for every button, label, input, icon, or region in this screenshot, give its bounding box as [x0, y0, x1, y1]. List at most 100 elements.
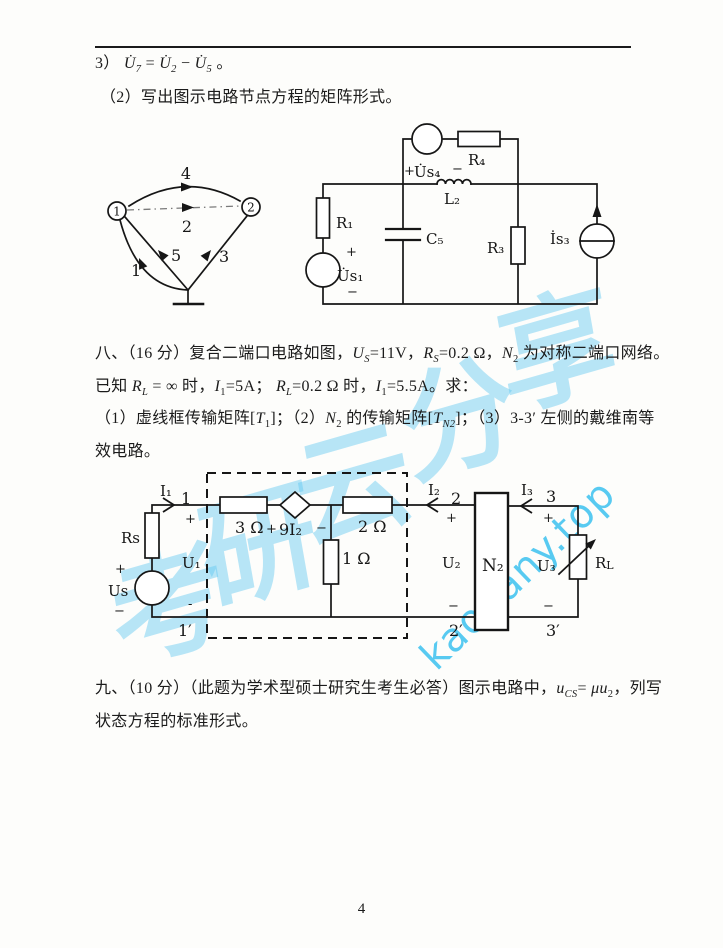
- voltage-source-us4: [411, 123, 443, 155]
- current-arrows: [162, 497, 533, 514]
- node-1-circle: [107, 201, 127, 221]
- edge-3-label: 3: [219, 247, 229, 266]
- page-number: 4: [357, 901, 366, 917]
- us4-plus-sign: +: [404, 164, 415, 179]
- problem9-line1: 九、（10 分）（此题为学术型硕士研究生考生必答）图示电路中，uCS= μu2，…: [95, 680, 663, 701]
- inductor-l2-coil: [436, 178, 472, 185]
- circuit2-labels: I₁ 1 + Rs + Us − U₁ - 1′ 3 Ω + 9I₂ − 2 Ω…: [108, 481, 614, 640]
- edge3-arrowhead: [200, 250, 211, 262]
- i1-label: I₁: [160, 482, 172, 500]
- dashed-box-t1: [206, 472, 408, 639]
- resistor-r4: [457, 130, 501, 148]
- terminal-1-label: 1: [181, 489, 191, 508]
- edge-2-label: 2: [182, 217, 192, 236]
- resistor-2ohm-label: 2 Ω: [358, 517, 387, 536]
- resistor-r3: [510, 226, 526, 265]
- graph-edge-3: [186, 214, 249, 292]
- answer-line-u7: 3） U̇7 = U̇2 − U̇5 。: [95, 55, 233, 76]
- port1-minus-sign: -: [188, 597, 192, 612]
- node-2-circle: [241, 197, 261, 217]
- variable-resistor-rl: [557, 534, 596, 580]
- ctrl-source-label: 9I₂: [279, 520, 302, 539]
- resistor-rs: [144, 512, 160, 559]
- edge4-arrowhead: [181, 182, 193, 192]
- resistor-r1: [315, 197, 331, 239]
- u2-label: U₂: [442, 554, 461, 572]
- port3-plus-sign: +: [543, 511, 554, 526]
- problem8-line4: 效电路。: [95, 443, 161, 460]
- graph-nodes: 1 2: [107, 197, 261, 221]
- terminal-3p-label: 3′: [546, 621, 560, 640]
- rl-arrow-head: [585, 539, 596, 550]
- i3-label: I₃: [521, 481, 533, 499]
- edge-5-label: 5: [171, 246, 181, 265]
- us1-plus-sign: +: [346, 245, 357, 260]
- problem8-line1: 八、（16 分）复合二端口电路如图，US=11V，RS=0.2 Ω，N2 为对称…: [95, 345, 670, 366]
- circuit2-wires: [151, 504, 579, 618]
- header-rule: [95, 46, 631, 48]
- is3-label: İs₃: [550, 230, 570, 248]
- i3-arrow: [519, 498, 533, 514]
- r1-label: R₁: [336, 214, 353, 232]
- graph-edge-1: [118, 218, 189, 291]
- terminal-2-label: 2: [451, 489, 461, 508]
- terminal-3-label: 3: [546, 487, 556, 506]
- us-minus-sign: −: [114, 604, 125, 619]
- two-port-n2-box: [473, 491, 510, 632]
- resistor-3ohm: [219, 496, 268, 514]
- circuit1-figure: R₁ + U̇s₁ − C₅ + U̇s₄ − R₄ L₂ R₃ İs₃: [305, 123, 615, 305]
- current-arrow-up: [592, 204, 602, 217]
- voltage-source-us: [134, 570, 170, 606]
- resistor-3ohm-label: 3 Ω: [235, 518, 264, 537]
- capacitor-c5: [384, 227, 422, 242]
- r4-label: R₄: [468, 151, 485, 169]
- edge2-arrowhead: [182, 203, 194, 212]
- dependent-source-9i2: [278, 490, 312, 520]
- ctrl-minus-sign: −: [316, 521, 327, 536]
- port2-minus-sign: −: [448, 599, 459, 614]
- resistor-1ohm: [322, 539, 340, 585]
- i1-arrow: [162, 497, 176, 513]
- us1-minus-sign: −: [347, 285, 358, 300]
- port1-plus-sign: +: [185, 512, 196, 527]
- c5-label: C₅: [426, 230, 444, 248]
- resistor-1ohm-label: 1 Ω: [342, 549, 371, 568]
- us4-label: U̇s₄: [414, 163, 440, 181]
- problem9-line2: 状态方程的标准形式。: [95, 713, 259, 730]
- edge1-arrowhead: [139, 258, 148, 270]
- circuit2-figure: I₁ 1 + Rs + Us − U₁ - 1′ 3 Ω + 9I₂ − 2 Ω…: [108, 472, 614, 640]
- graph-figure: 1 2 4 2 5 1 3: [107, 164, 261, 306]
- node-1-label: 1: [113, 205, 121, 219]
- resistor-2ohm: [342, 496, 393, 514]
- port3-minus-sign: −: [543, 599, 554, 614]
- edge-1-label: 1: [131, 261, 141, 280]
- l2-label: L₂: [444, 190, 460, 208]
- us-plus-sign: +: [115, 562, 126, 577]
- problem8-line3: （1）虚线框传输矩阵[T1]；（2）N2 的传输矩阵[TN2]；（3）3-3′ …: [95, 410, 655, 431]
- problem8-line2: 已知 RL = ∞ 时，I1=5A； RL=0.2 Ω 时，I1=5.5A。求：: [95, 378, 478, 399]
- node-2-label: 2: [247, 201, 255, 215]
- r3-label: R₃: [487, 239, 504, 257]
- circuit1-labels: R₁ + U̇s₁ − C₅ + U̇s₄ − R₄ L₂ R₃ İs₃: [336, 151, 570, 300]
- question-2-line: （2）写出图示电路节点方程的矩阵形式。: [100, 89, 402, 106]
- us-label: Us: [108, 582, 128, 600]
- graph-edge-labels: 4 2 5 1 3: [131, 164, 229, 280]
- n2-label: N₂: [482, 556, 504, 576]
- rl-label: RL: [595, 554, 614, 572]
- i2-arrow: [425, 497, 439, 513]
- us4-minus-sign: −: [452, 162, 463, 177]
- graph-edge-5: [123, 215, 190, 292]
- ctrl-plus-sign: +: [266, 522, 277, 537]
- graph-edges: [118, 182, 249, 292]
- port2-plus-sign: +: [446, 511, 457, 526]
- current-source-is3: [579, 204, 615, 259]
- edge-4-label: 4: [181, 164, 191, 183]
- i2-label: I₂: [428, 481, 440, 499]
- edge5-arrowhead: [158, 250, 169, 262]
- u3-label: U₃: [537, 557, 556, 575]
- voltage-source-us1: [305, 252, 341, 288]
- graph-edge-2: [126, 205, 242, 211]
- terminal-1p-label: 1′: [178, 621, 192, 640]
- terminal-2p-label: 2′: [449, 621, 463, 640]
